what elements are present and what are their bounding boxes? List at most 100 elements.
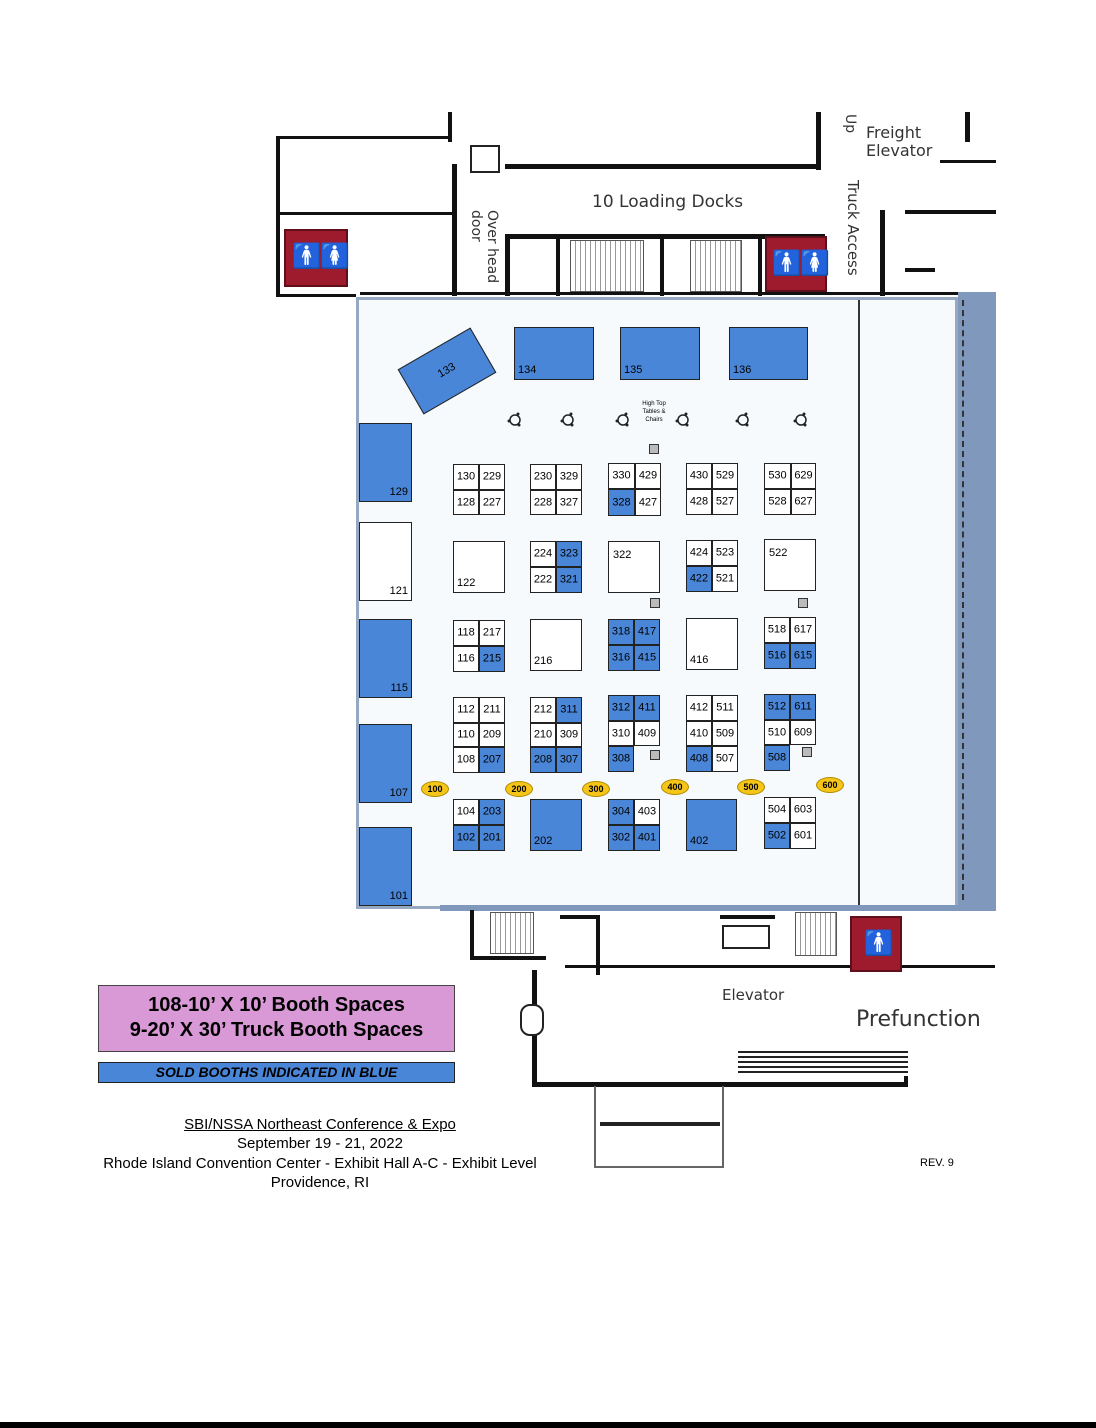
booth-429: 429	[635, 463, 661, 489]
booth-116: 116	[453, 646, 479, 672]
booth-316: 316	[608, 645, 634, 671]
booth-number: 611	[794, 700, 812, 713]
booth-516: 516	[764, 643, 790, 669]
booth-202: 202	[530, 799, 582, 851]
booth-609: 609	[790, 720, 816, 745]
booth-number: 328	[612, 496, 631, 508]
booth-number: 302	[611, 831, 631, 844]
booth-529: 529	[712, 463, 738, 489]
booth-307: 307	[556, 747, 582, 773]
column-marker	[802, 747, 812, 757]
booth-417: 417	[634, 619, 660, 645]
booth-311: 311	[556, 697, 582, 723]
booth-110: 110	[453, 723, 479, 747]
booth-number: 129	[389, 486, 408, 498]
booth-number: 212	[533, 703, 553, 716]
booth-430: 430	[686, 463, 712, 489]
booth-number: 429	[638, 469, 658, 482]
booth-number: 427	[638, 496, 658, 508]
booth-101: 101	[359, 827, 412, 906]
booth-number: 209	[482, 728, 502, 741]
booth-number: 304	[611, 805, 631, 818]
booth-212: 212	[530, 697, 556, 723]
booth-number: 615	[793, 649, 813, 662]
booth-number: 201	[482, 831, 502, 844]
booth-number: 509	[715, 727, 735, 739]
event-city: Providence, RI	[270, 1174, 370, 1191]
booth-number: 329	[559, 470, 579, 483]
booth-number: 308	[611, 752, 631, 765]
booth-number: 412	[689, 701, 709, 714]
hall-divider	[858, 300, 860, 906]
booth-518: 518	[764, 617, 790, 643]
booth-number: 523	[715, 546, 735, 559]
booth-304: 304	[608, 799, 634, 825]
booth-617: 617	[790, 617, 816, 643]
booth-209: 209	[479, 723, 505, 747]
aisle-marker-500: 500	[737, 779, 765, 795]
high-top-label: High Top Tables & Chairs	[642, 401, 666, 423]
booth-130: 130	[453, 464, 479, 490]
booth-412: 412	[686, 695, 712, 721]
booth-521: 521	[712, 566, 738, 592]
booth-107: 107	[359, 724, 412, 803]
column-marker	[650, 750, 660, 760]
column-marker	[650, 598, 660, 608]
booth-310: 310	[608, 721, 634, 746]
booth-136: 136	[729, 327, 808, 380]
hall-east-line	[962, 300, 964, 900]
booth-128: 128	[453, 490, 479, 515]
booth-number: 136	[733, 364, 752, 376]
booth-number: 518	[767, 623, 787, 636]
booth-number: 502	[767, 829, 787, 842]
booth-224: 224	[530, 541, 556, 567]
booth-number: 322	[613, 549, 632, 561]
booth-number: 217	[482, 626, 502, 639]
booth-number: 422	[689, 572, 709, 585]
booth-322: 322	[608, 541, 660, 593]
booth-207: 207	[479, 747, 505, 773]
booth-number: 312	[611, 701, 631, 714]
booth-number: 512	[767, 700, 787, 713]
booth-403: 403	[634, 799, 660, 825]
booth-428: 428	[686, 489, 712, 515]
booth-number: 228	[533, 496, 553, 508]
booth-411: 411	[634, 695, 660, 721]
high-top-table-icon	[559, 411, 577, 429]
booth-603: 603	[790, 797, 816, 823]
booth-528: 528	[764, 489, 791, 515]
booth-number: 211	[483, 703, 501, 716]
booth-230: 230	[530, 464, 556, 490]
booth-number: 224	[533, 547, 553, 560]
restroom-icon: 🚹🚺	[765, 236, 830, 292]
booth-number: 416	[690, 654, 709, 666]
booth-410: 410	[686, 721, 712, 746]
booth-number: 307	[559, 753, 579, 766]
page-bottom-rule	[0, 1422, 1096, 1428]
booth-329: 329	[556, 464, 582, 490]
booth-408: 408	[686, 746, 712, 772]
booth-number: 507	[715, 752, 735, 765]
column-marker	[798, 598, 808, 608]
booth-122: 122	[453, 541, 505, 593]
booth-118: 118	[453, 620, 479, 646]
booth-number: 323	[559, 547, 579, 560]
booth-527: 527	[712, 489, 738, 515]
booth-number: 107	[389, 787, 408, 799]
booth-216: 216	[530, 619, 582, 671]
aisle-marker-100: 100	[421, 781, 449, 797]
booth-number: 401	[637, 831, 657, 844]
legend-line-1: 108-10’ X 10’ Booth Spaces	[148, 994, 405, 1016]
booth-number: 207	[482, 753, 502, 766]
booth-number: 527	[715, 495, 735, 508]
high-top-table-icon	[792, 411, 810, 429]
booth-321: 321	[556, 567, 582, 593]
booth-number: 521	[715, 572, 735, 585]
booth-number: 627	[794, 495, 813, 508]
booth-number: 230	[533, 470, 553, 483]
booth-511: 511	[712, 695, 738, 721]
booth-211: 211	[479, 697, 505, 723]
aisle-marker-300: 300	[582, 781, 610, 797]
restroom-icon: 🚹	[850, 916, 902, 972]
booth-number: 210	[533, 728, 553, 741]
